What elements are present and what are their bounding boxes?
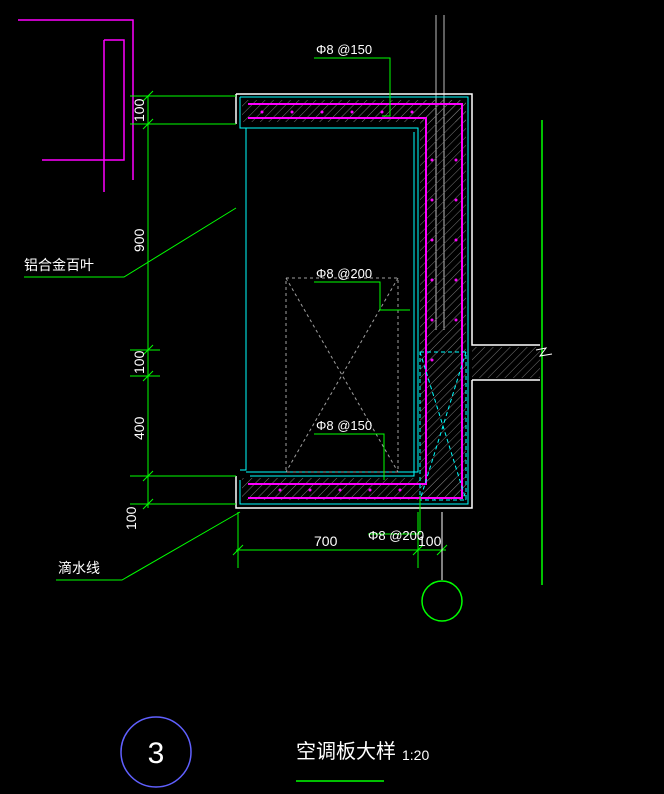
opening-dashed	[285, 277, 399, 473]
dim-100-bottom: 100	[123, 506, 139, 530]
rebar-label-3: Φ8 @150	[316, 418, 372, 433]
concrete-hatch	[242, 100, 540, 500]
callout-drip: 滴水线	[58, 560, 100, 577]
dim-700: 700	[314, 533, 338, 549]
rebar-label-4: Φ8 @200	[368, 528, 424, 543]
callout-leaders	[24, 207, 241, 581]
dim-900: 900	[131, 228, 147, 252]
drawing-scale: 1:20	[402, 747, 429, 763]
break-symbol	[535, 347, 553, 357]
detail-number-circle	[120, 716, 192, 788]
rebar-label-2: Φ8 @200	[316, 266, 372, 281]
rebar-label-1: Φ8 @150	[316, 42, 372, 57]
detail-number: 3	[148, 737, 165, 770]
callout-louver: 铝合金百叶	[24, 258, 94, 274]
drawing-title: 空调板大样	[296, 739, 396, 763]
column-dashed-x	[419, 351, 467, 501]
rebar-dots	[260, 110, 458, 492]
slab-outline	[235, 93, 540, 509]
wall-fragment-top-left	[18, 19, 134, 192]
dim-100-mid: 100	[131, 350, 147, 374]
rebar-leaders	[314, 57, 421, 535]
dim-100-top: 100	[131, 98, 147, 122]
axis-bubble	[421, 580, 463, 622]
left-dimension-line	[130, 90, 236, 510]
dim-400: 400	[131, 416, 147, 440]
dim-100-right: 100	[418, 533, 442, 549]
rebar-lines	[248, 103, 463, 499]
